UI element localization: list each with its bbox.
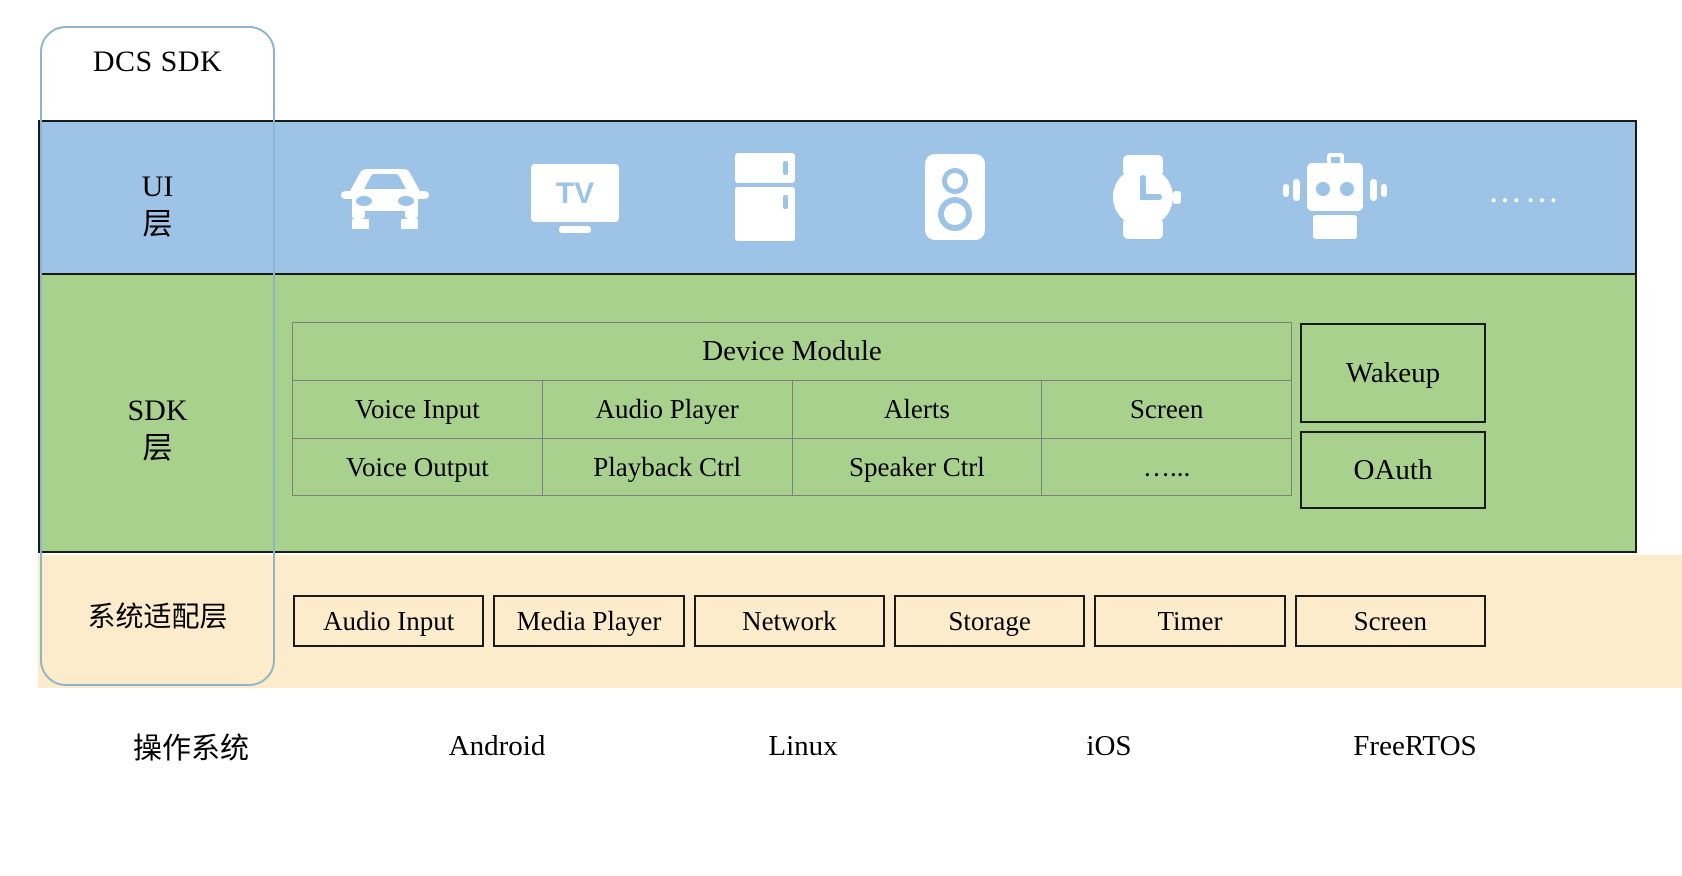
system-adaptation-layer-label-line1: 系统适配层 [87, 602, 228, 633]
system-adaptation-box-strip: Audio Input Media Player Network Storage… [293, 595, 1486, 647]
sdk-layer-band [38, 275, 1637, 553]
sdk-layer-label: SDK 层 [40, 392, 275, 469]
speaker-icon [922, 152, 988, 242]
device-icon-strip: TV [290, 133, 1620, 261]
device-module-cell[interactable]: …... [1042, 438, 1291, 495]
device-module-row: Voice Input Audio Player Alerts Screen [293, 381, 1291, 438]
tv-icon-cell: TV [480, 142, 670, 252]
ui-layer-label: UI 层 [40, 168, 275, 245]
car-icon-cell [290, 142, 480, 252]
device-module-row: Voice Output Playback Ctrl Speaker Ctrl … [293, 438, 1291, 495]
os-label-linux: Linux [768, 729, 838, 762]
speaker-icon-cell [860, 142, 1050, 252]
tv-icon: TV [525, 158, 625, 236]
os-label-operating-system: 操作系统 [132, 733, 249, 765]
device-module-cell[interactable]: Alerts [793, 381, 1043, 438]
os-label-android: Android [448, 729, 546, 762]
sdk-layer-label-line2: 层 [142, 432, 173, 466]
adaptation-box-screen[interactable]: Screen [1294, 595, 1486, 647]
robot-icon-cell [1240, 142, 1430, 252]
system-adaptation-layer-band [38, 555, 1682, 688]
adaptation-box-storage[interactable]: Storage [893, 595, 1086, 647]
ui-layer-ellipsis: …… [1488, 173, 1562, 210]
os-label-ios: iOS [1086, 729, 1132, 762]
device-module-cell[interactable]: Speaker Ctrl [792, 438, 1043, 495]
smartwatch-icon [1099, 151, 1191, 243]
device-module-table: Device Module Voice Input Audio Player A… [292, 322, 1292, 496]
sdk-layer-label-line1: SDK [127, 394, 188, 427]
refrigerator-icon-cell [670, 142, 860, 252]
wakeup-box[interactable]: Wakeup [1300, 323, 1486, 423]
device-module-cell[interactable]: Playback Ctrl [542, 438, 793, 495]
os-label-freertos: FreeRTOS [1353, 729, 1477, 762]
ui-layer-label-line2: 层 [142, 208, 173, 242]
smartwatch-icon-cell [1050, 142, 1240, 252]
device-module-cell[interactable]: Voice Output [293, 438, 543, 495]
adaptation-box-audio-input[interactable]: Audio Input [293, 595, 485, 647]
system-adaptation-layer-label: 系统适配层 [40, 600, 275, 636]
adaptation-box-media-player[interactable]: Media Player [493, 595, 685, 647]
oauth-box[interactable]: OAuth [1300, 431, 1486, 509]
device-module-header: Device Module [293, 323, 1291, 381]
os-row: 操作系统 Android Linux iOS FreeRTOS [38, 725, 1568, 767]
ui-layer-label-line1: UI [141, 170, 174, 203]
robot-icon [1281, 151, 1389, 243]
adaptation-box-network[interactable]: Network [693, 595, 885, 647]
device-module-cell[interactable]: Voice Input [293, 381, 543, 438]
adaptation-box-timer[interactable]: Timer [1094, 595, 1286, 647]
dcs-sdk-title: DCS SDK [92, 45, 223, 78]
svg-text:TV: TV [556, 177, 594, 210]
refrigerator-icon [731, 151, 799, 243]
device-module-cell[interactable]: Audio Player [543, 381, 793, 438]
device-module-cell[interactable]: Screen [1129, 394, 1204, 424]
car-icon [330, 161, 440, 233]
